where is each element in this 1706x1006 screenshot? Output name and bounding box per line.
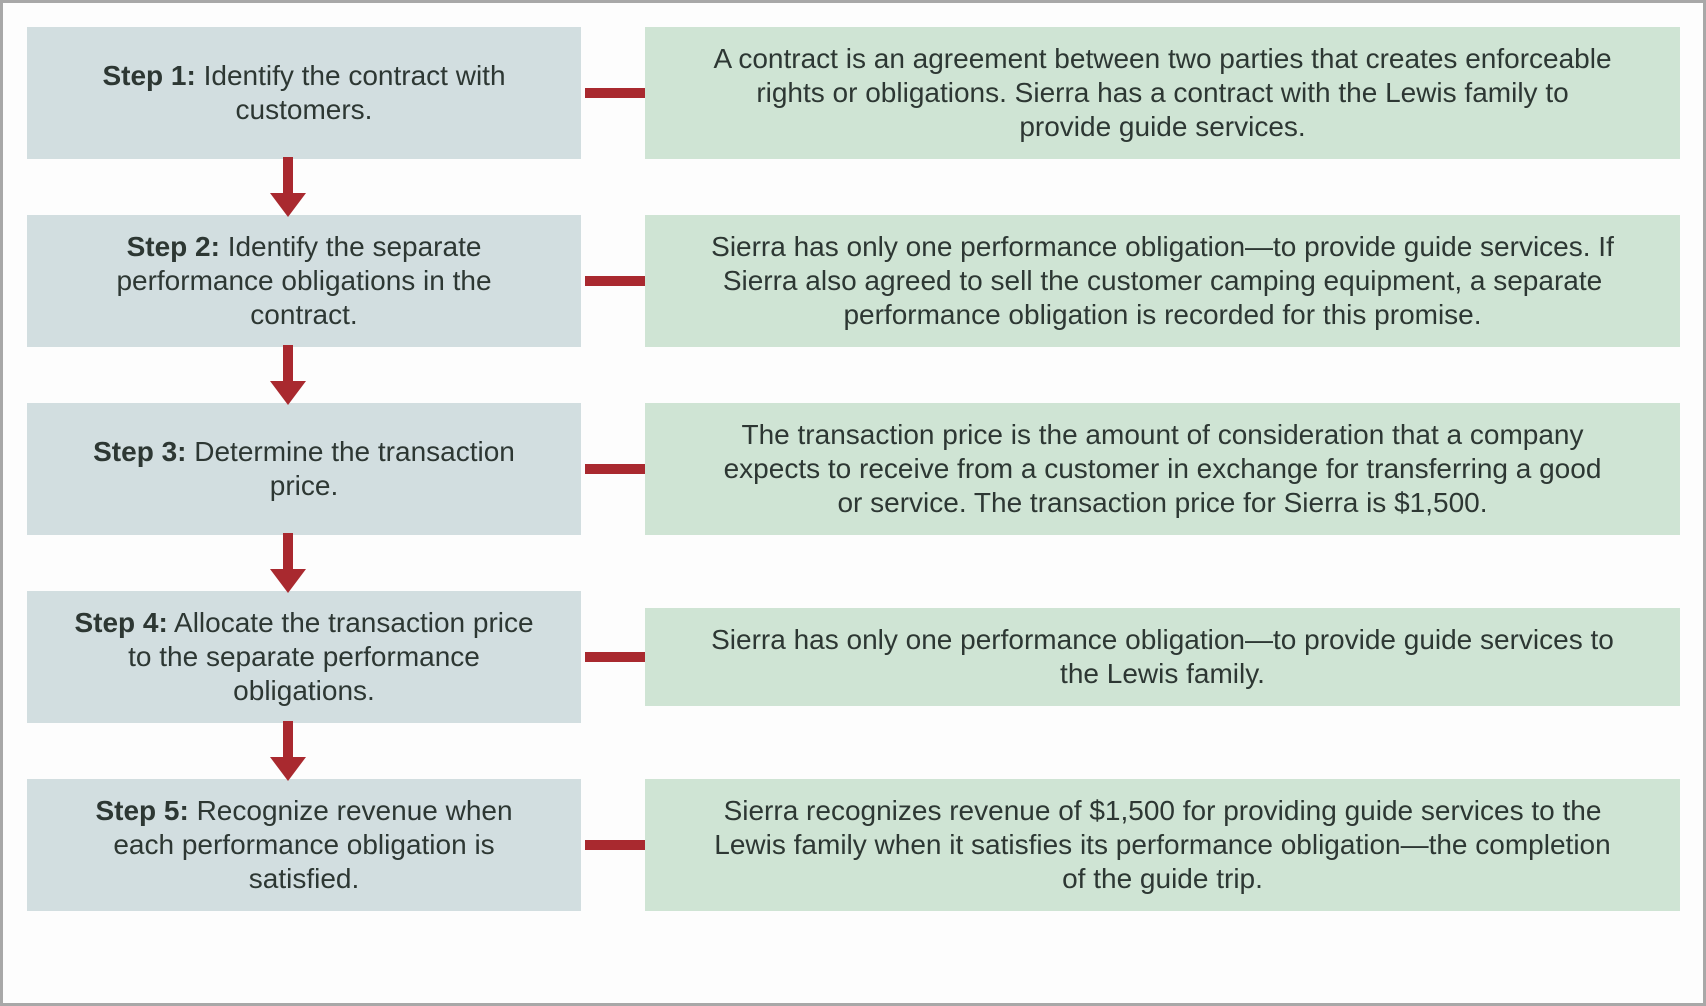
step-4-title: Step 4: Allocate the transaction price t… [74, 607, 534, 706]
step-row-4: Step 4: Allocate the transaction price t… [27, 591, 1680, 723]
step-row-3: Step 3: Determine the transaction price.… [27, 403, 1680, 535]
step-2-title: Step 2: Identify the separate performanc… [116, 231, 492, 330]
step-5-label: Step 5: [95, 795, 189, 826]
connector-line-icon [585, 88, 647, 98]
step-1-description-box: A contract is an agreement between two p… [645, 27, 1680, 159]
step-2-box: Step 2: Identify the separate performanc… [27, 215, 581, 347]
step-5-description: Sierra recognizes revenue of $1,500 for … [714, 795, 1611, 894]
down-arrow-icon [270, 345, 306, 405]
step-1-description: A contract is an agreement between two p… [713, 43, 1612, 142]
step-1-title: Step 1: Identify the contract with custo… [102, 60, 506, 125]
connector-line-icon [585, 840, 647, 850]
arrow-row-3 [27, 533, 1679, 593]
connector-line-icon [585, 652, 647, 662]
connector-1 [581, 88, 647, 98]
step-row-2: Step 2: Identify the separate performanc… [27, 215, 1680, 347]
step-3-box: Step 3: Determine the transaction price. [27, 403, 581, 535]
step-5-description-box: Sierra recognizes revenue of $1,500 for … [645, 779, 1680, 911]
step-row-1: Step 1: Identify the contract with custo… [27, 27, 1680, 159]
step-2-description: Sierra has only one performance obligati… [711, 231, 1614, 330]
arrow-row-4 [27, 721, 1679, 781]
step-4-description: Sierra has only one performance obligati… [711, 624, 1614, 689]
step-2-label: Step 2: [126, 231, 220, 262]
step-3-description-box: The transaction price is the amount of c… [645, 403, 1680, 535]
connector-4 [581, 652, 647, 662]
down-arrow-icon [270, 533, 306, 593]
down-arrow-icon [270, 157, 306, 217]
step-row-5: Step 5: Recognize revenue when each perf… [27, 779, 1680, 911]
step-4-description-box: Sierra has only one performance obligati… [645, 608, 1680, 706]
step-5-title: Step 5: Recognize revenue when each perf… [95, 795, 513, 894]
connector-5 [581, 840, 647, 850]
connector-3 [581, 464, 647, 474]
connector-line-icon [585, 276, 647, 286]
step-2-description-box: Sierra has only one performance obligati… [645, 215, 1680, 347]
step-4-label: Step 4: [74, 607, 168, 638]
step-1-box: Step 1: Identify the contract with custo… [27, 27, 581, 159]
step-4-box: Step 4: Allocate the transaction price t… [27, 591, 581, 723]
arrow-row-2 [27, 345, 1679, 405]
step-1-label: Step 1: [102, 60, 196, 91]
step-3-title: Step 3: Determine the transaction price. [93, 436, 515, 501]
step-3-label: Step 3: [93, 436, 187, 467]
arrow-row-1 [27, 157, 1679, 217]
step-5-box: Step 5: Recognize revenue when each perf… [27, 779, 581, 911]
connector-line-icon [585, 464, 647, 474]
down-arrow-icon [270, 721, 306, 781]
connector-2 [581, 276, 647, 286]
step-3-description: The transaction price is the amount of c… [723, 419, 1602, 518]
